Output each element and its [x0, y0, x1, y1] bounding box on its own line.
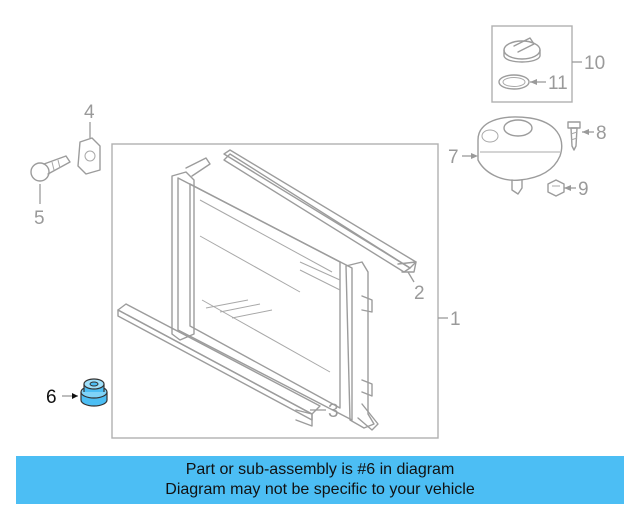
arrow-6-icon: [72, 393, 78, 399]
callout-5[interactable]: 5: [34, 208, 45, 229]
bracket-part-4[interactable]: [77, 137, 101, 175]
banner-line-part-number: Part or sub-assembly is #6 in diagram: [185, 461, 455, 478]
seal-strip-part-2[interactable]: [223, 149, 417, 273]
callout-8[interactable]: 8: [596, 123, 607, 144]
radiator-group-frame: [111, 143, 439, 439]
callout-10[interactable]: 10: [584, 53, 605, 74]
callout-3[interactable]: 3: [328, 401, 339, 422]
arrow-11-icon: [530, 79, 537, 85]
screw-part-8[interactable]: [567, 121, 581, 151]
bolt-part-5[interactable]: [30, 155, 71, 182]
cap-part-10[interactable]: [503, 37, 541, 63]
callout-2[interactable]: 2: [414, 283, 425, 304]
callout-4[interactable]: 4: [84, 102, 95, 123]
callout-11[interactable]: 11: [548, 73, 568, 94]
radiator-part-1[interactable]: [171, 157, 379, 431]
arrow-7-icon: [471, 153, 478, 159]
arrow-8-icon: [582, 129, 589, 135]
info-banner: Part or sub-assembly is #6 in diagram Di…: [16, 456, 624, 504]
expansion-tank-part-7[interactable]: [477, 116, 563, 195]
leader-2: [407, 271, 415, 283]
arrow-9-icon: [564, 185, 571, 191]
callout-6[interactable]: 6: [46, 387, 57, 408]
callout-7[interactable]: 7: [448, 147, 459, 168]
cap-group-frame: [491, 25, 573, 103]
seal-ring-part-11[interactable]: [498, 74, 530, 90]
mount-part-6[interactable]: [80, 378, 108, 407]
clip-part-9[interactable]: [547, 179, 565, 197]
callout-1[interactable]: 1: [450, 309, 461, 330]
seal-strip-part-3[interactable]: [117, 303, 321, 427]
banner-line-disclaimer: Diagram may not be specific to your vehi…: [165, 481, 475, 498]
callout-9[interactable]: 9: [578, 179, 589, 200]
parts-diagram: 1 2 3 4 5 6 7 8 9 10 11: [30, 25, 607, 439]
